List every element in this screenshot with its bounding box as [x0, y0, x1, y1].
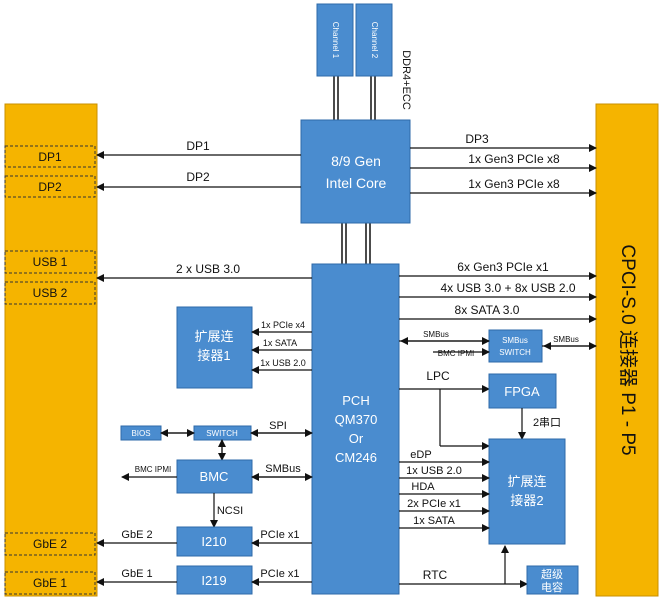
- port-dp2: [4, 175, 96, 198]
- supercap-line2: 电容: [541, 580, 563, 594]
- cpu-right-link-2: 1x Gen3 PCIe x8: [468, 152, 560, 166]
- port-usb1-label: USB 1: [33, 255, 68, 269]
- expander2-line2: 接器2: [510, 493, 543, 508]
- port-gbe2-label: GbE 2: [33, 537, 67, 551]
- expander2-link-4: 2x PCIe x1: [407, 498, 461, 510]
- dp2-link-label: DP2: [186, 170, 210, 184]
- expander2-link-2: 1x USB 2.0: [406, 465, 462, 477]
- expander1-block: [176, 306, 253, 389]
- pch-label-line1: PCH: [342, 393, 369, 408]
- bmc-ipmi-label: BMC IPMI: [135, 465, 171, 474]
- expander2-line1: 扩展连: [507, 474, 546, 489]
- smbus-switch-group: SMBus SWITCH SMBus BMC IPMI SMBus: [399, 329, 597, 363]
- bmc-smbus-label: SMBus: [265, 463, 301, 475]
- bios-label: BIOS: [131, 429, 150, 438]
- left-rail-ports: DP1 DP2 USB 1 USB 2 GbE 2 GbE 1: [4, 145, 96, 595]
- channel1-block: [316, 3, 354, 77]
- cpu-label-line1: 8/9 Gen: [331, 153, 381, 169]
- supercap-block: [526, 565, 579, 595]
- port-usb1: [4, 250, 96, 274]
- port-gbe1: [4, 571, 96, 595]
- i210-label: I210: [201, 534, 226, 549]
- supercap-line1: 超级: [541, 567, 563, 581]
- ddr-label: DDR4+ECC: [400, 50, 412, 110]
- i210-link-label: PCIe x1: [260, 529, 299, 541]
- pch-label-line3: Or: [349, 431, 364, 446]
- smbus-bmc-ipmi-label: BMC IPMI: [438, 349, 474, 358]
- spi-label: SPI: [269, 420, 287, 432]
- expander2-link-5: 1x SATA: [413, 515, 455, 527]
- right-rail: [595, 103, 659, 597]
- cpu-block: [300, 119, 411, 224]
- expander1-line2: 接器1: [197, 348, 230, 363]
- switch-label: SWITCH: [206, 429, 238, 438]
- port-dp1: [4, 145, 96, 168]
- bmc-label: BMC: [200, 469, 229, 484]
- channel2-block: [355, 3, 393, 77]
- dp1-link-label: DP1: [186, 139, 210, 153]
- right-rail-title: CPCI-S.0 连接器 P1 - P5: [617, 244, 639, 455]
- smbus-in-label: SMBus: [423, 330, 449, 339]
- port-usb2: [4, 281, 96, 305]
- smbus-switch-line1: SMBus: [502, 336, 528, 345]
- gbe2-link-label: GbE 2: [121, 529, 152, 541]
- pch-right-link-2: 4x USB 3.0 + 8x USB 2.0: [440, 281, 575, 295]
- channel2-label: Channel 2: [370, 22, 379, 59]
- expander2-link-3: HDA: [411, 481, 435, 493]
- channel1-label: Channel 1: [331, 22, 340, 59]
- i219-label: I219: [201, 573, 226, 588]
- smbus-switch-line2: SWITCH: [499, 348, 531, 357]
- ncsi-label: NCSI: [217, 505, 243, 517]
- fpga-label: FPGA: [504, 384, 540, 399]
- port-usb2-label: USB 2: [33, 286, 68, 300]
- pch-right-link-1: 6x Gen3 PCIe x1: [457, 260, 549, 274]
- smbus-switch-block: [488, 329, 543, 363]
- pch-label-line2: QM370: [335, 412, 378, 427]
- rtc-label: RTC: [423, 568, 448, 582]
- i219-block: [176, 565, 253, 595]
- expander1-link-1: 1x PCIe x4: [261, 320, 305, 330]
- pch-block: [311, 263, 400, 595]
- expander1-link-2: 1x SATA: [263, 338, 297, 348]
- port-gbe1-label: GbE 1: [33, 576, 67, 590]
- expander2-block: [488, 438, 566, 545]
- memory-channels: Channel 1 Channel 2 DDR4+ECC: [316, 3, 412, 120]
- i210-block: [176, 526, 253, 557]
- port-dp1-label: DP1: [38, 150, 62, 164]
- port-dp2-label: DP2: [38, 180, 62, 194]
- fpga-serial-label: 2串口: [533, 416, 561, 429]
- pch-right-link-3: 8x SATA 3.0: [455, 303, 520, 317]
- left-rail: [4, 103, 98, 597]
- cpu-right-link-3: 1x Gen3 PCIe x8: [468, 177, 560, 191]
- fpga-block: [488, 373, 557, 409]
- cpu-right-link-1: DP3: [465, 132, 489, 146]
- expander1-link-3: 1x USB 2.0: [260, 358, 306, 368]
- i219-link-label: PCIe x1: [260, 568, 299, 580]
- port-gbe2: [4, 532, 96, 556]
- cpu-label-line2: Intel Core: [326, 175, 387, 191]
- lpc-label: LPC: [426, 369, 450, 383]
- expander1-line1: 扩展连: [194, 329, 233, 344]
- usb-link-label: 2 x USB 3.0: [176, 262, 240, 276]
- pch-label-line4: CM246: [335, 450, 377, 465]
- smbus-out-label: SMBus: [553, 335, 579, 344]
- gbe1-link-label: GbE 1: [121, 568, 152, 580]
- expander2-link-1: eDP: [410, 449, 431, 461]
